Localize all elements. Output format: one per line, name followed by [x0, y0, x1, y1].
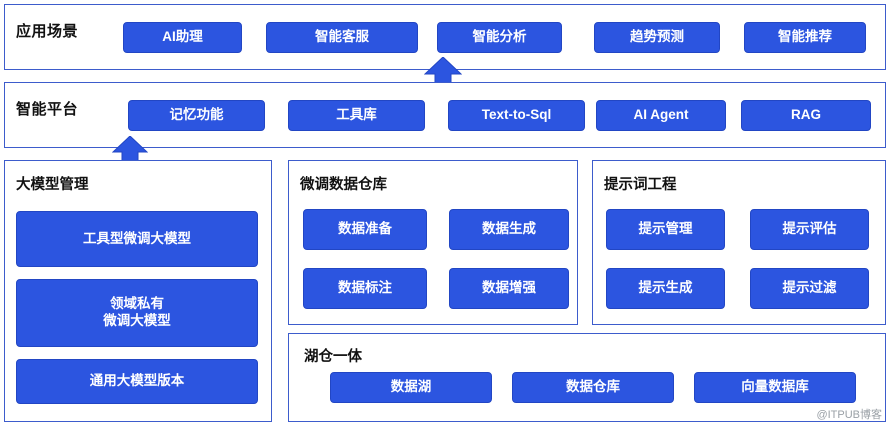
chip-data-annotation[interactable]: 数据标注 — [303, 268, 427, 309]
chip-data-warehouse[interactable]: 数据仓库 — [512, 372, 674, 403]
chip-data-preparation[interactable]: 数据准备 — [303, 209, 427, 250]
chip-text-to-sql[interactable]: Text-to-Sql — [448, 100, 585, 131]
section-lakehouse-title: 湖仓一体 — [304, 349, 362, 365]
chip-domain-private-finetuned-large-model[interactable]: 领域私有 微调大模型 — [16, 279, 258, 347]
chip-prompt-evaluation[interactable]: 提示评估 — [750, 209, 869, 250]
chip-ai-agent[interactable]: AI Agent — [596, 100, 726, 131]
chip-tool-finetuned-large-model[interactable]: 工具型微调大模型 — [16, 211, 258, 267]
chip-intelligent-analysis[interactable]: 智能分析 — [437, 22, 562, 53]
section-application-scenarios-title: 应用场景 — [16, 23, 79, 40]
section-large-model-management-title: 大模型管理 — [16, 177, 89, 193]
chip-intelligent-customer-service[interactable]: 智能客服 — [266, 22, 418, 53]
chip-trend-prediction[interactable]: 趋势预测 — [594, 22, 720, 53]
chip-intelligent-recommendation[interactable]: 智能推荐 — [744, 22, 866, 53]
chip-data-generation[interactable]: 数据生成 — [449, 209, 569, 250]
chip-data-augmentation[interactable]: 数据增强 — [449, 268, 569, 309]
chip-general-large-model-version[interactable]: 通用大模型版本 — [16, 359, 258, 404]
chip-memory-function[interactable]: 记忆功能 — [128, 100, 265, 131]
section-prompt-engineering-title: 提示词工程 — [604, 177, 677, 193]
chip-prompt-generation[interactable]: 提示生成 — [606, 268, 725, 309]
arrow-platform-to-scenarios — [424, 57, 462, 87]
chip-prompt-filtering[interactable]: 提示过滤 — [750, 268, 869, 309]
chip-rag[interactable]: RAG — [741, 100, 871, 131]
chip-ai-assistant[interactable]: AI助理 — [123, 22, 242, 53]
chip-tool-library[interactable]: 工具库 — [288, 100, 425, 131]
watermark: @ITPUB博客 — [816, 409, 882, 421]
section-intelligent-platform-title: 智能平台 — [16, 101, 79, 118]
section-finetune-data-warehouse-title: 微调数据仓库 — [300, 177, 387, 193]
chip-data-lake[interactable]: 数据湖 — [330, 372, 492, 403]
chip-prompt-management[interactable]: 提示管理 — [606, 209, 725, 250]
arrow-model-management-to-platform — [112, 136, 148, 164]
chip-vector-database[interactable]: 向量数据库 — [694, 372, 856, 403]
